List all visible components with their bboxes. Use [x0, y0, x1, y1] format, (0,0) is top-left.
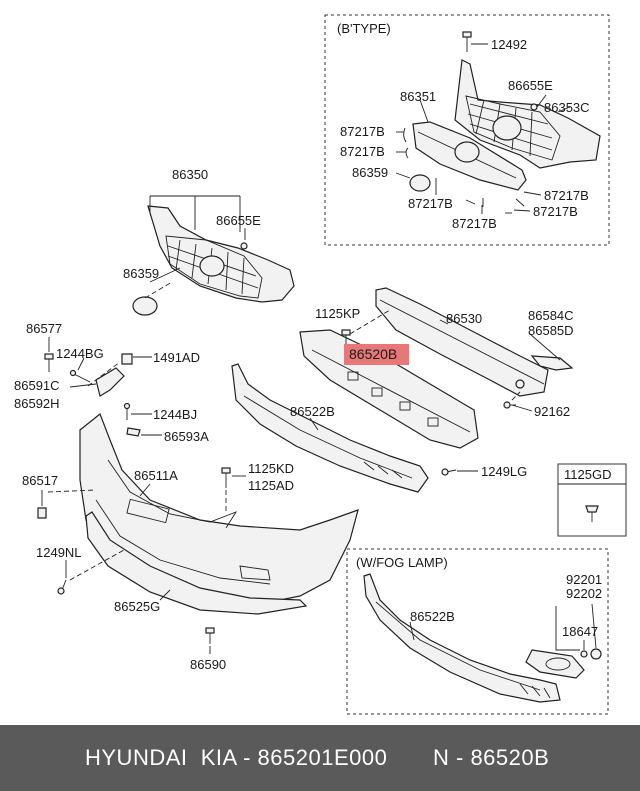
label-1249nl: 1249NL: [36, 545, 82, 560]
bumper-reinforcement-86530: [375, 287, 549, 397]
bolt-92162: [503, 401, 516, 409]
label-86655e: 86655E: [216, 213, 261, 228]
label-86591c: 86591C: [14, 378, 60, 393]
skirt-leaders: [65, 549, 211, 654]
screw-1244bj: [123, 402, 131, 420]
main-grille: [147, 205, 295, 303]
label-86590: 86590: [190, 657, 226, 672]
clip-1491ad: [121, 353, 133, 365]
label-86593a: 86593A: [164, 429, 209, 444]
label-86577: 86577: [26, 321, 62, 336]
label-1125kp: 1125KP: [315, 306, 360, 321]
box-1125gd: [557, 463, 627, 537]
socket-92201: [590, 648, 602, 660]
bracket-86584c: [530, 355, 574, 371]
footer-reference: N - 86520B: [433, 745, 550, 770]
bracket-86591c: [95, 367, 125, 397]
clip-86517: [37, 507, 47, 519]
label-1244bj: 1244BJ: [153, 407, 197, 422]
foglamp-leaders: [409, 603, 597, 651]
label-86520b-highlighted: 86520B: [349, 346, 397, 362]
label-86525g: 86525G: [114, 599, 160, 614]
label-18647: 18647: [562, 624, 598, 639]
label-86585d: 86585D: [528, 323, 574, 338]
label-1249lg: 1249LG: [481, 464, 527, 479]
label-86350: 86350: [172, 167, 208, 182]
bumper-cover-leaders: [41, 475, 246, 512]
screw-86577: [44, 353, 54, 372]
btype-inset-frame: [324, 14, 610, 246]
main-emblem: [132, 296, 158, 316]
main-grille-leaders: [144, 195, 246, 299]
bolt-1249nl: [57, 579, 67, 595]
footer-brand-part-number: HYUNDAI KIA - 865201E000: [85, 745, 388, 770]
left-part-leaders: [48, 337, 162, 436]
lower-skirt-86525g: [85, 511, 308, 615]
label-87217b-2: 87217B: [340, 144, 385, 159]
lower-grille-86522b: [231, 363, 429, 493]
label-1125ad: 1125AD: [248, 478, 294, 493]
label-86584c: 86584C: [528, 308, 574, 323]
label-86359: 86359: [123, 266, 159, 281]
btype-inset-title: (B'TYPE): [337, 21, 391, 36]
label-86530: 86530: [446, 311, 482, 326]
label-86511a: 86511A: [134, 468, 178, 483]
label-1125gd: 1125GD: [564, 467, 611, 482]
foglamp-inset-title: (W/FOG LAMP): [356, 555, 448, 570]
label-87217b-6: 87217B: [452, 216, 497, 231]
label-1491ad: 1491AD: [153, 350, 200, 365]
fog-lamp-92201: [525, 649, 585, 679]
btype-grille: [454, 59, 601, 169]
clip-86593a: [126, 427, 141, 437]
reinforcement-leaders: [349, 309, 561, 412]
bulb-18647: [580, 650, 588, 658]
foglamp-lower-grille: [363, 573, 561, 703]
label-87217b-4: 87217B: [408, 196, 453, 211]
fastener-1125gd-icon: [585, 505, 599, 522]
part-number-footer: HYUNDAI KIA - 865201E000 N - 86520B: [0, 725, 640, 791]
btype-emblem: [454, 141, 480, 163]
btype-screw: [462, 31, 472, 52]
highlight-box-86520b: [344, 344, 409, 365]
label-1244bg: 1244BG: [56, 346, 104, 361]
label-86517: 86517: [22, 473, 58, 488]
bolt-1249lg: [441, 468, 457, 476]
label-86351: 86351: [400, 89, 436, 104]
label-86592h: 86592H: [14, 396, 60, 411]
label-86655e-top: 86655E: [508, 78, 553, 93]
label-86522b-fog: 86522B: [410, 609, 455, 624]
label-87217b-5: 87217B: [533, 204, 578, 219]
foglamp-inset-frame: [346, 548, 609, 715]
label-87217b-1: 87217B: [340, 124, 385, 139]
btype-clip: [530, 103, 538, 111]
btype-clips-87217b: [403, 127, 525, 214]
label-87217b-3: 87217B: [544, 188, 589, 203]
label-1125kd: 1125KD: [248, 461, 294, 476]
label-92201: 92201: [566, 572, 602, 587]
main-grille-clip: [240, 242, 248, 250]
screw-1125kp: [341, 329, 351, 344]
leader-86522b: [309, 417, 319, 431]
label-86522b: 86522B: [290, 404, 335, 419]
btype-leader-lines: [395, 43, 571, 214]
parts-diagram: (B'TYPE) 12492 86655E 86351: [14, 14, 627, 715]
btype-emblem-loose: [409, 174, 431, 192]
screw-1125kd: [221, 467, 231, 488]
label-92202: 92202: [566, 586, 602, 601]
label-86359-top: 86359: [352, 165, 388, 180]
label-86353c: 86353C: [544, 100, 590, 115]
label-92162: 92162: [534, 404, 570, 419]
clip-86590: [205, 627, 215, 644]
screw-1244bg: [69, 369, 91, 383]
label-12492: 12492: [491, 37, 527, 52]
